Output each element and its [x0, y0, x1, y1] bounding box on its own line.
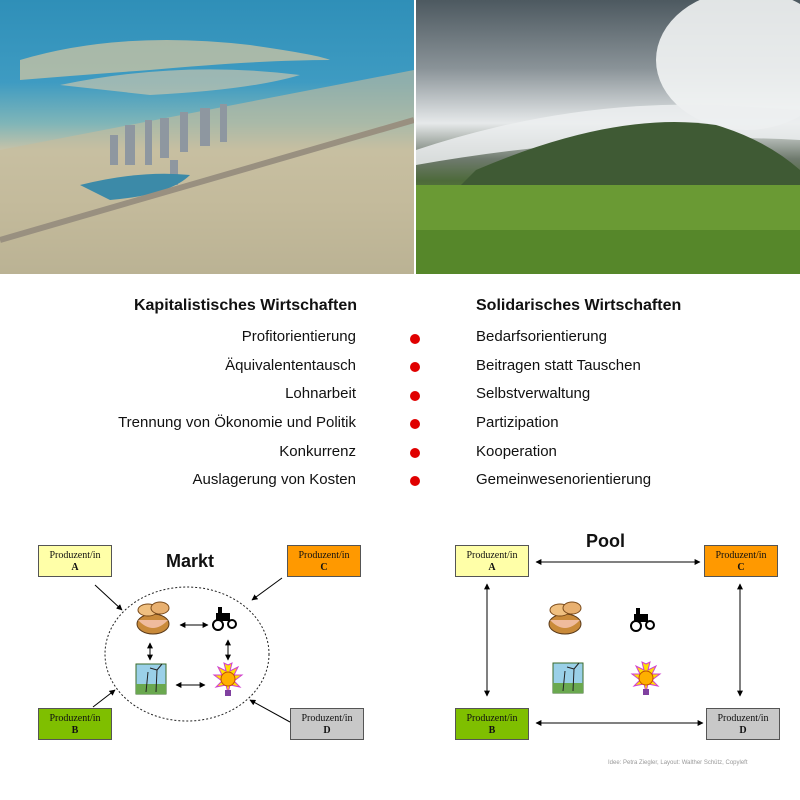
list-item: Kooperation: [476, 442, 557, 460]
box-label: Produzent/in: [49, 550, 101, 561]
arrow-b-market: [92, 689, 116, 708]
list-item: Partizipation: [476, 414, 559, 432]
box-letter: D: [739, 725, 747, 736]
list-item: Profitorientierung: [241, 328, 356, 345]
bullet-dot: [410, 476, 420, 486]
box-letter: C: [737, 562, 745, 573]
lightbulb-icon: [212, 662, 244, 696]
box-label: Produzent/in: [715, 550, 767, 561]
tractor-icon: [630, 608, 655, 632]
credit-text: Idee: Petra Ziegler, Layout: Walther Sch…: [608, 760, 748, 766]
markt-title: Markt: [166, 551, 215, 571]
box-letter: B: [488, 725, 496, 736]
capitalist-column-title: Kapitalistisches Wirtschaften: [133, 297, 357, 314]
solidarity-column-title: Solidarisches Wirtschaften: [476, 297, 682, 314]
bullet-dot: [410, 334, 420, 344]
box-label: Produzent/in: [466, 550, 518, 561]
list-item: Auslagerung von Kosten: [192, 471, 356, 489]
box-label: Produzent/in: [717, 713, 769, 724]
list-item: Beitragen statt Tauschen: [476, 356, 641, 374]
pool-title: Pool: [586, 531, 625, 551]
box-letter: C: [320, 562, 328, 573]
list-item: Selbstverwaltung: [476, 385, 591, 403]
list-item: Trennung von Ökonomie und Politik: [118, 414, 356, 432]
wind-turbine-icon: [552, 662, 584, 694]
wind-turbine-icon: [135, 663, 167, 695]
bullet-dot: [410, 448, 420, 458]
box-letter: B: [71, 725, 79, 736]
tractor-icon: [212, 607, 237, 631]
list-item: Gemeinwesenorientierung: [476, 471, 652, 489]
list-item: Konkurrenz: [279, 442, 356, 460]
bread-basket-icon: [136, 601, 170, 635]
box-label: Produzent/in: [466, 713, 518, 724]
mountain-meadow-photo: [416, 0, 800, 274]
list-item: Bedarfsorientierung: [476, 328, 607, 345]
box-label: Produzent/in: [298, 550, 350, 561]
box-letter: A: [71, 562, 79, 573]
solidarity-list: Bedarfsorientierung Beitragen statt Taus…: [476, 326, 651, 498]
box-label: Produzent/in: [301, 713, 353, 724]
arrow-c-market: [251, 577, 283, 601]
box-label: Produzent/in: [49, 713, 101, 724]
list-item: Lohnarbeit: [285, 385, 356, 403]
list-item: Äquivalententausch: [225, 356, 356, 374]
box-letter: D: [323, 725, 331, 736]
arrow-a-market: [94, 584, 123, 611]
arrow-d-market: [249, 699, 291, 723]
market-ellipse: [104, 586, 270, 722]
capitalist-list: Profitorientierung Äquivalententausch Lo…: [118, 326, 356, 498]
bread-basket-icon: [548, 601, 582, 635]
coastal-city-photo: [0, 0, 414, 274]
lightbulb-icon: [630, 661, 662, 695]
bullet-dot: [410, 419, 420, 429]
bullet-dot: [410, 391, 420, 401]
box-letter: A: [488, 562, 496, 573]
bullet-dot: [410, 362, 420, 372]
